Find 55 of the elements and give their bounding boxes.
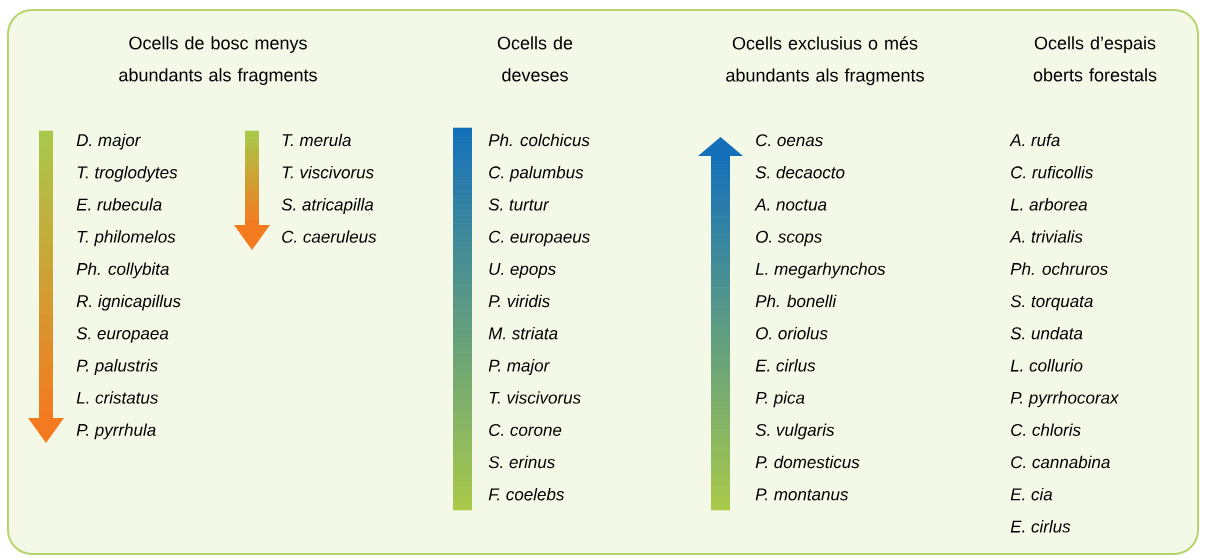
- species-name: L. megarhynchos: [755, 262, 886, 279]
- species-name: Ph. bonelli: [755, 294, 837, 308]
- species-name: S. decaocto: [755, 165, 845, 179]
- species-name: M. striata: [488, 326, 558, 340]
- species-name: S. erinus: [488, 455, 555, 469]
- species-name: P. palustris: [76, 359, 158, 375]
- species-name: U. epops: [489, 263, 556, 279]
- species-name: R. ignicapillus: [76, 294, 181, 311]
- species-name: C. cannabina: [1011, 455, 1110, 469]
- species-name: T. philomelos: [77, 230, 176, 247]
- species-name: E. cia: [1010, 487, 1053, 501]
- species-name: A. noctua: [754, 198, 827, 211]
- species-name: S. turtur: [488, 198, 550, 211]
- species-name: P. pyrrhula: [76, 423, 156, 440]
- species-name: P. pica: [755, 391, 805, 408]
- species-name: T. viscivorus: [489, 391, 581, 404]
- species-name: S. torquata: [1010, 295, 1093, 311]
- species-name: O. scops: [756, 230, 822, 247]
- column-heading: Ocells de deveses: [497, 36, 573, 82]
- species-name: S. europaea: [76, 327, 169, 343]
- species-name: C. europaeus: [489, 230, 590, 247]
- species-name: D. major: [76, 133, 141, 150]
- species-name: L. cristatus: [76, 391, 159, 404]
- species-name: T. merula: [282, 133, 351, 147]
- species-name: C. palumbus: [489, 165, 584, 182]
- species-name: A. rufa: [1009, 133, 1060, 147]
- species-name: Ph. collybita: [76, 262, 169, 279]
- species-name: P. montanus: [755, 488, 849, 501]
- species-name: E. rubecula: [76, 198, 162, 211]
- species-name: P. domesticus: [755, 455, 860, 469]
- species-name: C. corone: [489, 423, 562, 436]
- column-heading: Ocells de bosc menys abundants als fragments: [119, 36, 317, 85]
- species-name: F. coelebs: [488, 487, 565, 501]
- species-name: S. vulgaris: [755, 423, 835, 440]
- species-name: C. caeruleus: [282, 230, 377, 243]
- species-name: C. chloris: [1011, 423, 1081, 436]
- species-name: A. trivialis: [1009, 230, 1083, 243]
- species-name: Ph. colchicus: [488, 133, 590, 147]
- species-name: P. pyrrhocorax: [1010, 391, 1120, 408]
- species-name: S. undata: [1010, 326, 1083, 340]
- species-name: S. atricapilla: [281, 198, 374, 214]
- species-name: T. viscivorus: [282, 165, 374, 179]
- species-name: C. oenas: [756, 134, 823, 147]
- species-name: L. arborea: [1010, 198, 1088, 211]
- column-heading: Ocells exclusius o més abundants als fragments: [726, 36, 924, 86]
- species-name: O. oriolus: [756, 326, 828, 340]
- species-name: P. viridis: [488, 294, 550, 308]
- species-name: E. cirlus: [755, 359, 816, 372]
- species-name: Ph. ochruros: [1010, 262, 1108, 275]
- column-heading: Ocells d’espais oberts forestals: [1033, 36, 1157, 82]
- species-name: P. major: [488, 359, 550, 375]
- species-name: C. ruficollis: [1011, 165, 1093, 179]
- species-name: T. troglodytes: [77, 165, 178, 182]
- species-name: L. collurio: [1010, 359, 1083, 372]
- species-name: E. cirlus: [1010, 520, 1071, 533]
